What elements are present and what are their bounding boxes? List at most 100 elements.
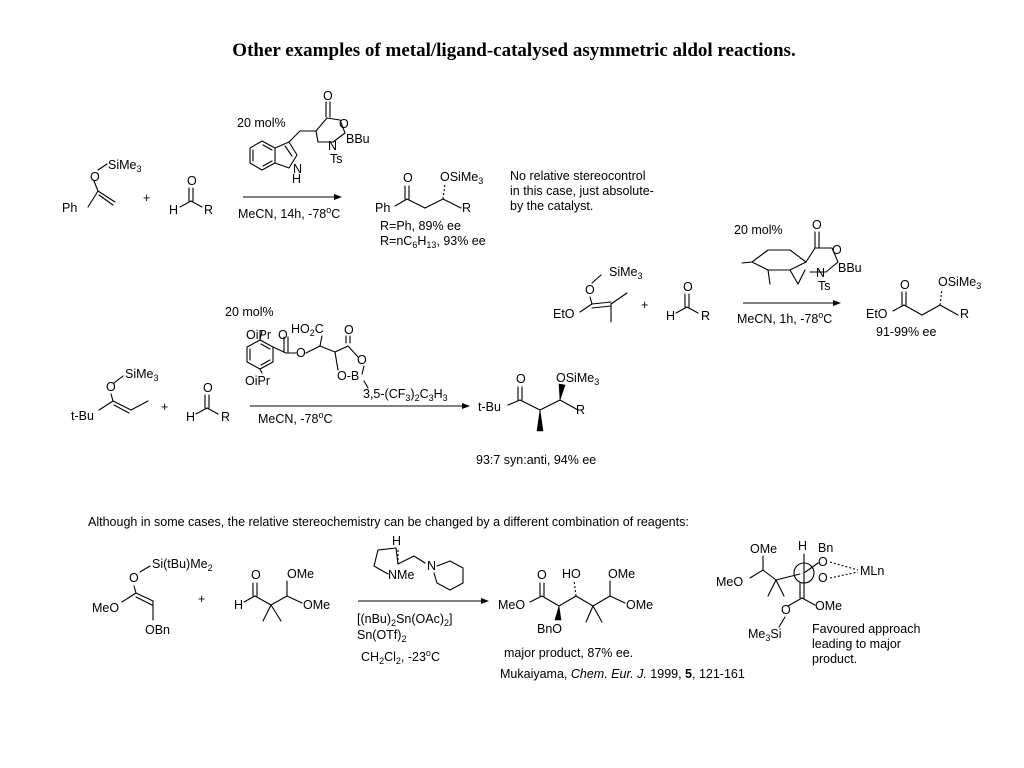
svg-text:leading to major: leading to major xyxy=(812,637,901,651)
r3-cat-carbonyl-o: O xyxy=(344,323,354,337)
r2-product: O EtO OSiMe3 R 91-99% ee xyxy=(866,275,981,339)
r3-cat-oipr-top: OiPr xyxy=(246,328,271,342)
r1-cat-loading: 20 mol% xyxy=(237,116,286,130)
r3-cat-ob: O-B xyxy=(337,369,359,383)
r3-conditions: MeCN, -78oC xyxy=(258,410,332,426)
r3-cat-ester-ring-o: O xyxy=(296,346,306,360)
r4-meo: MeO xyxy=(92,601,119,615)
r4-lig-h: H xyxy=(392,534,401,548)
r3-sime3: SiMe3 xyxy=(125,367,159,383)
r2-aldehyde: O H R xyxy=(666,280,710,323)
r3-arrow xyxy=(250,403,470,409)
r2-prod-r: R xyxy=(960,307,969,321)
r4-ts-ome: OMe xyxy=(750,542,777,556)
r3-ald-r: R xyxy=(221,410,230,424)
r4-aldehyde: O H OMe OMe xyxy=(234,567,330,622)
r3-cat-ho2c: HO2C xyxy=(291,322,324,338)
r4-ts-o1: O xyxy=(818,555,828,569)
r1-prod-osime3: OSiMe3 xyxy=(440,170,483,186)
r3-plus: + xyxy=(161,400,168,414)
svg-text:in this case, just absolute-: in this case, just absolute- xyxy=(510,184,654,198)
r2-catalyst: 20 mol% O O BBu N Ts xyxy=(734,218,862,293)
r2-o: O xyxy=(585,283,595,297)
r4-plus: + xyxy=(198,592,205,606)
r4-ts-o2: O xyxy=(818,571,828,585)
r4-prod-ome-side: OMe xyxy=(626,598,653,612)
r4-prod-ome-top: OMe xyxy=(608,567,635,581)
r4-ald-h: H xyxy=(234,598,243,612)
r4-ts-me3si: Me3Si xyxy=(748,627,782,643)
r1-yield-1: R=Ph, 89% ee xyxy=(380,219,461,233)
r2-sime3: SiMe3 xyxy=(609,265,643,281)
r4-obn: OBn xyxy=(145,623,170,637)
r2-arrow xyxy=(743,300,841,306)
r4-ts-mln: MLn xyxy=(860,564,884,578)
r3-ald-o: O xyxy=(203,381,213,395)
r1-aldehyde: O H R xyxy=(169,174,213,217)
r4-lig-nme: NMe xyxy=(388,568,414,582)
r4-lig-n: N xyxy=(427,559,436,573)
svg-text:product.: product. xyxy=(812,652,857,666)
r4-product: O MeO HO BnO OMe OMe major product, 87% … xyxy=(498,567,653,660)
r1-cat-indole-n: N xyxy=(293,162,302,176)
r2-cat-ts: Ts xyxy=(818,279,831,293)
r3-cat-ring-o: O xyxy=(357,353,367,367)
r2-ald-h: H xyxy=(666,309,675,323)
r3-aldehyde: O H R xyxy=(186,381,230,424)
r3-cat-loading: 20 mol% xyxy=(225,305,274,319)
r1-note: No relative stereocontrol in this case, … xyxy=(510,169,654,213)
r2-prod-eto: EtO xyxy=(866,307,888,321)
r1-prod-o: O xyxy=(403,171,413,185)
r4-ts-h: H xyxy=(798,539,807,553)
r4-reagent-2: Sn(OTf)2 xyxy=(357,628,406,644)
r1-ald-h: H xyxy=(169,203,178,217)
r3-prod-osime3: OSiMe3 xyxy=(556,371,599,387)
r1-prod-r: R xyxy=(462,201,471,215)
r4-prod-meo: MeO xyxy=(498,598,525,612)
r1-arrow xyxy=(243,194,342,200)
r1-cat-bbu: BBu xyxy=(346,132,370,146)
r4-reagent-1: [(nBu)2Sn(OAc)2] xyxy=(357,612,453,628)
r3-prod-o: O xyxy=(516,372,526,386)
r4-ts-bn: Bn xyxy=(818,541,833,555)
r4-prod-ho: HO xyxy=(562,567,581,581)
r3-prod-tbu: t-Bu xyxy=(478,400,501,414)
r2-prod-o: O xyxy=(900,278,910,292)
r2-cat-ring-o: O xyxy=(832,243,842,257)
r2-ald-r: R xyxy=(701,309,710,323)
page-title: Other examples of metal/ligand-catalysed… xyxy=(232,40,795,61)
r3-ald-h: H xyxy=(186,410,195,424)
r1-yield-2: R=nC6H13, 93% ee xyxy=(380,234,486,250)
r4-prod-bno: BnO xyxy=(537,622,562,636)
r3-cat-aryl: 3,5-(CF3)2C3H3 xyxy=(363,387,448,403)
r4-ts-ome-2: OMe xyxy=(815,599,842,613)
svg-text:No relative stereocontrol: No relative stereocontrol xyxy=(510,169,645,183)
r2-cat-bbu: BBu xyxy=(838,261,862,275)
r2-prod-osime3: OSiMe3 xyxy=(938,275,981,291)
r4-o: O xyxy=(129,571,139,585)
r4-ald-ome-top: OMe xyxy=(287,567,314,581)
reaction-3: SiMe3 O t-Bu + O H R 20 mol% xyxy=(71,305,599,467)
r1-cat-carbonyl-o: O xyxy=(323,89,333,103)
r1-catalyst: 20 mol% H N O O BBu N Ts xyxy=(237,89,370,186)
r2-plus: + xyxy=(641,298,648,312)
r1-ald-o: O xyxy=(187,174,197,188)
r4-silyl-ketene-acetal: Si(tBu)Me2 O MeO OBn xyxy=(92,557,213,637)
r3-silyl-enol-ether: SiMe3 O t-Bu xyxy=(71,367,159,423)
r2-cat-loading: 20 mol% xyxy=(734,223,783,237)
r3-cat-oipr-bottom: OiPr xyxy=(245,374,270,388)
r4-arrow xyxy=(358,598,489,604)
r2-ald-o: O xyxy=(683,280,693,294)
reaction-1: O SiMe3 Ph + O H R 20 mol% H N xyxy=(62,89,654,250)
r1-o-label: O xyxy=(90,170,100,184)
r1-conditions: MeCN, 14h, -78oC xyxy=(238,205,340,221)
r1-cat-ring-o: O xyxy=(339,117,349,131)
r4-ald-o: O xyxy=(251,568,261,582)
r2-conditions: MeCN, 1h, -78oC xyxy=(737,310,832,326)
r1-ph-label: Ph xyxy=(62,201,77,215)
r4-ald-ome-side: OMe xyxy=(303,598,330,612)
r4-reference: Mukaiyama, Chem. Eur. J. 1999, 5, 121-16… xyxy=(500,667,745,681)
r3-o: O xyxy=(106,380,116,394)
r4-prod-o: O xyxy=(537,568,547,582)
